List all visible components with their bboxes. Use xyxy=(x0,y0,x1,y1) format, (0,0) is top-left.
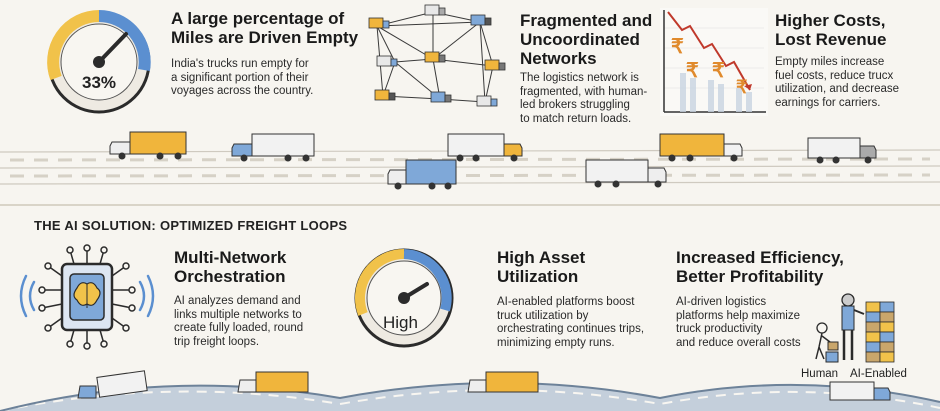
solution-card2-title-line: High Asset xyxy=(497,248,586,267)
solution-card3-body: AI-driven logistics platforms help maxim… xyxy=(676,296,801,350)
card2-title-line: Networks xyxy=(520,49,597,68)
solution-card2-title-line: Utilization xyxy=(497,267,579,286)
card2-title: Fragmented and Uncoordinated Networks xyxy=(520,11,652,68)
solution-card1-title: Multi-Network Orchestration xyxy=(174,248,286,286)
rupee-icon: ₹ xyxy=(736,77,748,97)
solution-card2-title: High Asset Utilization xyxy=(497,248,585,286)
rupee-icon: ₹ xyxy=(686,60,699,82)
gauge-value-high: High xyxy=(383,313,418,332)
card2-body: The logistics network is fragmented, wit… xyxy=(520,72,647,126)
card2-body-line: led brokers struggling xyxy=(520,99,630,111)
solution-card2-body-line: minimizing empty runs. xyxy=(497,336,615,349)
card2-body-line: fragmented, with human- xyxy=(520,85,648,98)
human-worker-icon xyxy=(815,322,839,363)
ai-worker-icon xyxy=(841,293,895,363)
fragmented-network-diagram xyxy=(368,4,506,107)
card1-body-line: a significant portion of their xyxy=(171,71,309,84)
solution-card3-body-line: AI-driven logistics xyxy=(676,296,767,308)
card1-body: India's trucks run empty for a significa… xyxy=(171,58,313,99)
human-vs-ai-worker-illustration xyxy=(815,293,895,363)
card3-body-line: utilization, and decrease xyxy=(775,83,900,95)
card3-title-line: Higher Costs, xyxy=(775,11,886,30)
solution-card1-body-line: AI analyzes demand and xyxy=(174,295,301,307)
card3-title: Higher Costs, Lost Revenue xyxy=(775,11,886,49)
card2-body-line: The logistics network is xyxy=(520,72,639,84)
solution-card1-title-line: Multi-Network xyxy=(174,248,287,267)
declining-revenue-graph xyxy=(660,8,768,116)
card3-body-line: Empty miles increase xyxy=(775,56,885,68)
solution-card3-body-line: truck productivity xyxy=(676,323,763,335)
rupee-icon: ₹ xyxy=(712,60,725,82)
gauge-value-33: 33% xyxy=(82,73,117,92)
card2-title-line: Fragmented and xyxy=(520,11,653,30)
solution-card1-body: AI analyzes demand and links multiple ne… xyxy=(174,295,303,349)
solution-card3-body-line: and reduce overall costs xyxy=(676,336,801,349)
card3-body-line: earnings for carriers. xyxy=(775,96,881,109)
card1-body-line: India's trucks run empty for xyxy=(171,58,309,70)
card1-title-line2: Miles are Driven Empty xyxy=(171,28,359,47)
high-utilization-gauge xyxy=(354,248,454,348)
card3-title-line: Lost Revenue xyxy=(775,30,887,49)
card1-title: A large percentage of Miles are Driven E… xyxy=(171,9,358,47)
solution-card1-body-line: create fully loaded, round xyxy=(174,322,304,334)
ai-enabled-label: AI-Enabled xyxy=(850,368,907,380)
solution-card2-body: AI-enabled platforms boost truck utiliza… xyxy=(497,296,644,350)
bottom-road-loops xyxy=(0,370,940,411)
solution-card3-body-line: platforms help maximize xyxy=(676,309,800,322)
solution-card2-body-line: orchestrating continues trips, xyxy=(497,323,645,335)
card2-body-line: to match return loads. xyxy=(520,112,632,125)
solution-card3-title: Increased Efficiency, Better Profitabili… xyxy=(676,248,844,286)
empty-miles-gauge xyxy=(47,10,151,114)
rupee-icon: ₹ xyxy=(671,36,684,58)
solution-card2-body-line: truck utilization by xyxy=(497,309,589,322)
ai-chip-icon xyxy=(19,244,155,350)
solution-card1-title-line: Orchestration xyxy=(174,267,286,286)
card1-body-line: voyages across the country. xyxy=(171,85,314,97)
top-road-scene xyxy=(0,131,940,190)
solution-card3-title-line: Better Profitability xyxy=(676,267,824,286)
solution-card2-body-line: AI-enabled platforms boost xyxy=(497,296,635,308)
truck-yellow xyxy=(109,131,187,160)
card2-title-line: Uncoordinated xyxy=(520,30,640,49)
solution-heading: THE AI SOLUTION: OPTIMIZED FREIGHT LOOPS xyxy=(34,218,348,233)
human-label: Human xyxy=(801,368,839,380)
card1-title-line1: A large percentage of xyxy=(171,9,345,28)
solution-card1-body-line: links multiple networks to xyxy=(174,308,302,321)
card3-body-line: fuel costs, reduce trucx xyxy=(775,69,894,82)
solution-card3-title-line: Increased Efficiency, xyxy=(676,248,844,267)
section-divider xyxy=(0,204,940,206)
solution-card1-body-line: trip freight loops. xyxy=(174,335,260,348)
card3-body: Empty miles increase fuel costs, reduce … xyxy=(775,56,899,110)
